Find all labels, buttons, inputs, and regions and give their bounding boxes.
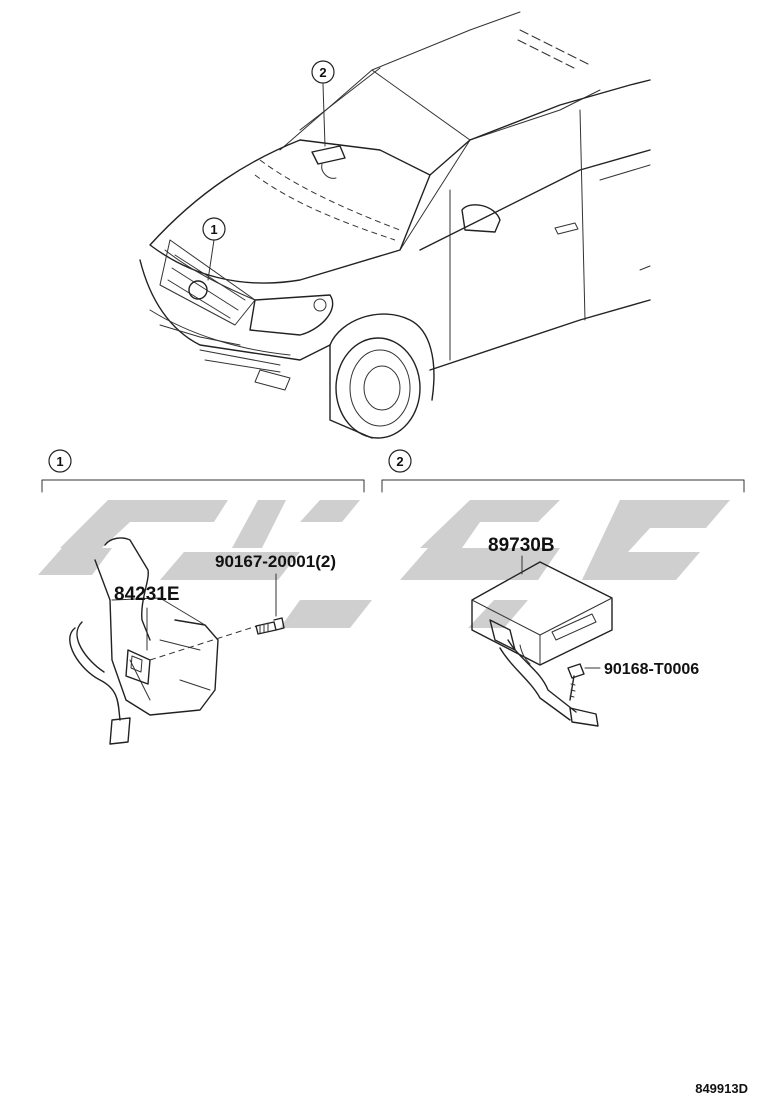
watermark-logo bbox=[38, 500, 730, 628]
group-2-bracket: 2 bbox=[381, 449, 745, 493]
part-label-module: 89730B bbox=[488, 535, 555, 556]
part-label-bolt: 90167-20001(2) bbox=[215, 552, 336, 571]
svg-text:2: 2 bbox=[396, 454, 403, 469]
screw-drawing bbox=[567, 663, 601, 701]
bolt-drawing bbox=[255, 573, 285, 635]
group-1-bracket: 1 bbox=[41, 449, 365, 493]
figure-id: 849913D bbox=[695, 1081, 748, 1096]
svg-text:1: 1 bbox=[210, 222, 217, 237]
vehicle-callout-2: 2 bbox=[311, 60, 335, 84]
horn-assembly-drawing bbox=[69, 537, 261, 745]
svg-text:1: 1 bbox=[56, 454, 63, 469]
part-label-horn: 84231E bbox=[114, 584, 180, 605]
part-label-screw: 90168-T0006 bbox=[604, 661, 699, 678]
roof-rail bbox=[517, 29, 589, 69]
module-assembly-drawing bbox=[471, 555, 613, 727]
svg-text:2: 2 bbox=[319, 65, 326, 80]
vehicle-callout-1: 1 bbox=[202, 217, 226, 241]
vehicle-illustration bbox=[139, 11, 651, 439]
